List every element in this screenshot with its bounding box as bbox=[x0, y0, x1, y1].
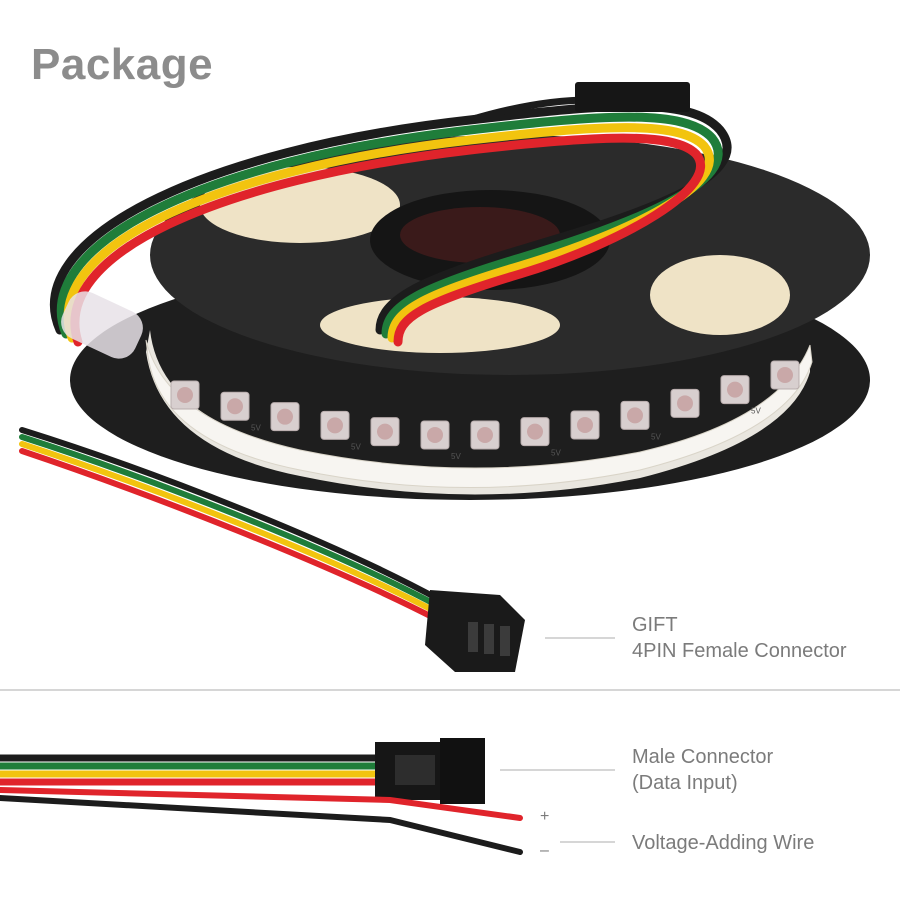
reel-shrink-tube bbox=[61, 291, 143, 359]
pin-5v-label: 5V bbox=[451, 452, 461, 461]
led-lens bbox=[677, 395, 693, 412]
minus-sign: – bbox=[540, 842, 549, 859]
pin-5v-label: 5V bbox=[351, 442, 361, 451]
led-strip-face bbox=[145, 339, 813, 488]
led-lens bbox=[477, 427, 493, 443]
led-lens bbox=[777, 367, 793, 383]
led-lens bbox=[427, 426, 443, 443]
led-lens bbox=[377, 423, 393, 440]
led-chip-row: 5V 5V 5V 5V 5V 5V bbox=[170, 360, 800, 461]
led-lens bbox=[227, 398, 243, 415]
reel-window-bottom bbox=[320, 297, 560, 353]
male-connector-label: Male Connector bbox=[632, 746, 774, 768]
led-lens bbox=[727, 381, 743, 398]
voltage-wire-label: Voltage-Adding Wire bbox=[632, 832, 815, 854]
male-connector-image bbox=[375, 738, 485, 804]
gift-label: GIFT bbox=[632, 614, 678, 636]
voltage-adding-wires bbox=[0, 787, 523, 855]
data-input-label: (Data Input) bbox=[632, 772, 738, 794]
reel-window-right bbox=[650, 255, 790, 335]
female-connector-image bbox=[425, 590, 525, 672]
page-title: Package bbox=[31, 40, 214, 89]
male-connector-caption: Male Connector (Data Input) bbox=[632, 744, 773, 796]
pin-5v-label: 5V bbox=[551, 449, 561, 458]
female-connector-label: 4PIN Female Connector bbox=[632, 640, 847, 662]
led-lens bbox=[577, 416, 593, 433]
led-lens bbox=[327, 417, 343, 434]
led-lens bbox=[277, 408, 293, 425]
reel-wire-bundle bbox=[50, 96, 732, 347]
pin-5v-label: 5V bbox=[251, 423, 261, 432]
pin-5v-label: 5V bbox=[651, 432, 661, 441]
led-lens bbox=[177, 387, 193, 403]
male-connector-wires bbox=[0, 754, 389, 786]
female-connector-wires bbox=[19, 427, 443, 624]
led-lens bbox=[627, 407, 643, 424]
gift-caption: GIFT 4PIN Female Connector bbox=[632, 612, 847, 664]
pin-5v-label: 5V bbox=[751, 407, 761, 416]
led-lens bbox=[527, 423, 543, 440]
reel-top-connector bbox=[575, 82, 690, 112]
plus-sign: + bbox=[540, 808, 550, 825]
